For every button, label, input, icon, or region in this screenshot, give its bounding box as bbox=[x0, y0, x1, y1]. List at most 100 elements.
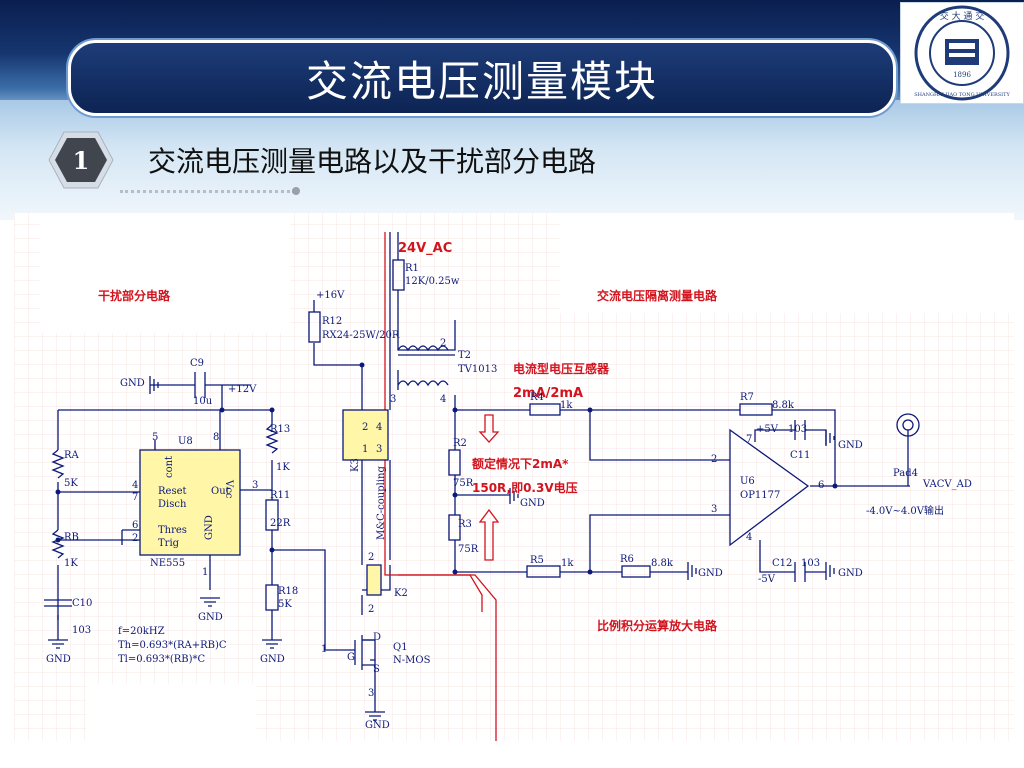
r5-value: 1k bbox=[561, 558, 574, 569]
u6-label: U6 bbox=[740, 476, 755, 487]
pin-label: 6 bbox=[818, 480, 824, 491]
r5-label: R5 bbox=[530, 555, 544, 566]
plus16-label: +16V bbox=[316, 290, 345, 301]
c9-value: 10u bbox=[193, 396, 213, 407]
u8-vcc: Vcc bbox=[223, 479, 234, 499]
schematic-panel: 干扰部分电路 交流电压隔离测量电路 比例积分运算放大电路 24V_AC 电流型电… bbox=[14, 213, 1014, 741]
pin-label: 3 bbox=[252, 480, 258, 491]
c12-label: C12 bbox=[772, 558, 792, 569]
pin-label: 3 bbox=[368, 688, 374, 699]
r1-value: 12K/0.25w bbox=[405, 276, 460, 287]
r4-label: R4 bbox=[530, 392, 544, 403]
r11-value: 22R bbox=[270, 518, 291, 529]
gnd-label: GND bbox=[698, 568, 723, 579]
pin-label: 6 bbox=[132, 520, 138, 531]
u8-out: Out bbox=[211, 486, 230, 497]
pin-label: 2 bbox=[711, 454, 717, 465]
r4-value: 1k bbox=[560, 400, 573, 411]
gnd-label: GND bbox=[838, 568, 863, 579]
logo-top-text: 交 大 通 交 bbox=[940, 10, 985, 22]
u8-label: U8 bbox=[178, 436, 193, 447]
r7-label: R7 bbox=[740, 392, 754, 403]
pin-label: 4 bbox=[440, 394, 446, 405]
pin-label: 3 bbox=[390, 394, 396, 405]
pin-label: 1 bbox=[362, 444, 368, 455]
r13-label: R13 bbox=[270, 424, 290, 435]
pin-label: 5 bbox=[152, 432, 158, 443]
r3-value: 75R bbox=[458, 544, 479, 555]
r2-value: 75R bbox=[453, 478, 474, 489]
k3-label: K3 bbox=[350, 458, 361, 472]
timer-tl-note: Tl=0.693*(RB)*C bbox=[118, 654, 206, 665]
r18-value: 5K bbox=[278, 599, 292, 610]
pin-label: 8 bbox=[213, 432, 219, 443]
pin-label: 2 bbox=[368, 552, 374, 563]
circuit-schematic: 干扰部分电路 交流电压隔离测量电路 比例积分运算放大电路 24V_AC 电流型电… bbox=[14, 213, 1014, 741]
pin-label: 2 bbox=[362, 422, 368, 433]
pin-label: 2 bbox=[132, 533, 138, 544]
r12-label: R12 bbox=[322, 316, 342, 327]
plus5-label: +5V bbox=[756, 424, 779, 435]
t2-value: TV1013 bbox=[458, 364, 497, 375]
c10-label: C10 bbox=[72, 598, 92, 609]
ra-value: 5K bbox=[64, 478, 78, 489]
gnd-label: GND bbox=[46, 654, 71, 665]
u8-reset: Reset bbox=[158, 486, 187, 497]
pin-label: 7 bbox=[746, 434, 752, 445]
gnd-label: GND bbox=[365, 720, 390, 731]
r12-value: RX24-25W/20R bbox=[322, 330, 400, 341]
r6-value: 8.8k bbox=[651, 558, 674, 569]
pin-label: 3 bbox=[711, 504, 717, 515]
q1-value: N-MOS bbox=[393, 655, 431, 666]
r6-label: R6 bbox=[620, 554, 634, 565]
r7-value: 8.8k bbox=[772, 400, 795, 411]
pad-label: Pad4 bbox=[893, 468, 918, 479]
logo-ring-text: SHANGHAI JIAO TONG UNIVERSITY bbox=[914, 92, 1010, 98]
r11-label: R11 bbox=[270, 490, 290, 501]
title-banner: 交流电压测量模块 bbox=[68, 40, 896, 116]
k2-label: K2 bbox=[394, 588, 408, 599]
u8-gnd: GND bbox=[204, 515, 215, 540]
c11-value: 103 bbox=[788, 424, 807, 435]
rb-label: RB bbox=[64, 532, 79, 543]
c9-label: C9 bbox=[190, 358, 204, 369]
output-range-label: -4.0V~4.0V输出 bbox=[866, 504, 944, 517]
transformer-type-label: 电流型电压互感器 bbox=[513, 361, 610, 376]
timer-freq-note: f=20kHZ bbox=[118, 626, 165, 637]
gnd-label: GND bbox=[520, 498, 545, 509]
ratio-label: 2mA/2mA bbox=[513, 386, 583, 401]
pin-label: 1 bbox=[202, 567, 208, 578]
section-badge: 1 bbox=[48, 129, 114, 191]
r3-label: R3 bbox=[458, 519, 472, 530]
gnd-label: GND bbox=[198, 612, 223, 623]
u6-value: OP1177 bbox=[740, 490, 780, 501]
c11-label: C11 bbox=[790, 450, 810, 461]
k3-value: M&C-coupling bbox=[376, 466, 387, 540]
minus5-label: -5V bbox=[758, 574, 776, 585]
ne555-label: NE555 bbox=[150, 558, 185, 569]
q1-gate-pin: G bbox=[347, 652, 355, 663]
ra-label: RA bbox=[64, 450, 80, 461]
pin-label: 4 bbox=[746, 532, 752, 543]
header-gradient-band bbox=[0, 100, 1024, 220]
section-subtitle: 交流电压测量电路以及干扰部分电路 bbox=[148, 145, 597, 178]
pin-label: 4 bbox=[132, 480, 138, 491]
pin-label: 1 bbox=[321, 644, 327, 655]
rated-note-2: 150R,即0.3V电压 bbox=[472, 480, 578, 495]
plus12-label: +12V bbox=[228, 384, 257, 395]
section-number: 1 bbox=[73, 146, 90, 175]
pin-label: 7 bbox=[132, 492, 138, 503]
r2-label: R2 bbox=[453, 438, 467, 449]
r1-label: R1 bbox=[405, 263, 419, 274]
rated-note-1: 额定情况下2mA* bbox=[472, 456, 569, 471]
isolation-label: 交流电压隔离测量电路 bbox=[597, 288, 718, 303]
r13-value: 1K bbox=[276, 462, 290, 473]
interference-label: 干扰部分电路 bbox=[98, 288, 171, 303]
pin-label: 4 bbox=[376, 422, 382, 433]
q1-drain-pin: D bbox=[373, 632, 381, 643]
rb-value: 1K bbox=[64, 558, 78, 569]
gnd-label: GND bbox=[260, 654, 285, 665]
u8-thres: Thres bbox=[158, 525, 187, 536]
divider-end-dot bbox=[292, 187, 300, 195]
subtitle-divider bbox=[120, 190, 295, 193]
